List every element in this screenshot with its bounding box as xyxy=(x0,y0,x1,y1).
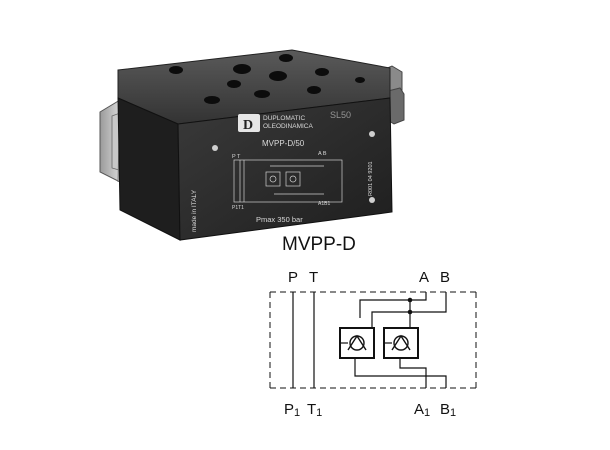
pt-passage-lines xyxy=(292,292,315,388)
plate-ports-top-right: A B xyxy=(318,151,327,157)
port-label-bottom-b1: B1 xyxy=(440,401,456,419)
diagram-title: MVPP-D xyxy=(282,234,356,255)
plate-origin: made in ITALY xyxy=(191,189,198,232)
pilot-check-valve-b xyxy=(339,327,375,359)
brand-line1: DUPLOMATIC xyxy=(263,115,305,122)
plate-serial: R001 04 9201 xyxy=(368,161,374,196)
plate-pressure: Pmax 350 bar xyxy=(256,215,303,224)
plate-screw-icon xyxy=(369,197,375,203)
plate-screw-icon xyxy=(212,145,218,151)
subplate-outline xyxy=(269,291,477,389)
valve-front-face xyxy=(177,97,393,241)
plate-model: MVPP-D/50 xyxy=(262,139,305,148)
port-label-bottom-a1: A1 xyxy=(414,401,430,419)
pilot-check-valve-a xyxy=(383,327,419,359)
port-label-bottom-t1: T1 xyxy=(307,401,322,419)
plate-ports-bottom-left: P1T1 xyxy=(232,205,244,211)
plate-ports-bottom-right: A1B1 xyxy=(318,201,330,207)
svg-text:D: D xyxy=(243,118,253,133)
port-label-top-b: B xyxy=(440,269,450,286)
nameplate: D DUPLOMATIC OLEODINAMICA MVPP-D/50 SL50… xyxy=(191,110,375,232)
plate-ports-top-left: P T xyxy=(232,154,241,160)
valve-photo: D DUPLOMATIC OLEODINAMICA MVPP-D/50 SL50… xyxy=(99,49,405,241)
port-label-top-p: P xyxy=(288,269,298,286)
plate-mini-schematic xyxy=(233,159,343,203)
side-code: SL50 xyxy=(330,110,351,120)
brand-line2: OLEODINAMICA xyxy=(263,123,314,130)
hydraulic-symbol: MVPP-D P T A B xyxy=(269,234,477,419)
port-label-bottom-p1: P1 xyxy=(284,401,300,419)
top-face-holes xyxy=(169,54,365,104)
port-label-top-a: A xyxy=(419,269,429,286)
junction-dot-icon xyxy=(407,297,413,303)
port-label-top-t: T xyxy=(309,269,318,286)
plate-screw-icon xyxy=(369,131,375,137)
duplomatic-logo-icon xyxy=(238,114,260,132)
junction-dot-icon xyxy=(407,309,413,315)
